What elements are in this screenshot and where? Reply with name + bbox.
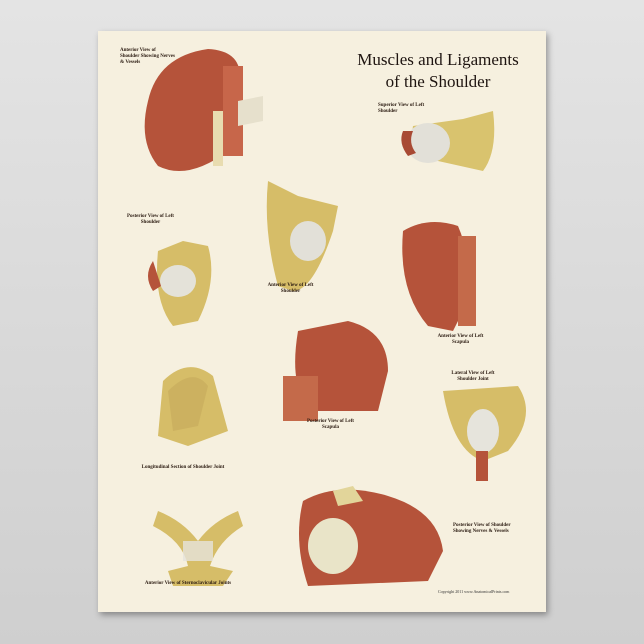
superior-shoulder-illustration bbox=[401, 111, 495, 171]
panel-title: Superior View of Left Shoulder bbox=[378, 103, 425, 114]
anterior-left-scapula-illustration bbox=[402, 222, 476, 331]
sternoclavicular-illustration bbox=[153, 511, 243, 586]
longitudinal-section-illustration bbox=[158, 367, 228, 446]
panel-title: Anterior View of Left Shoulder bbox=[267, 283, 314, 294]
posterior-left-shoulder-illustration bbox=[148, 241, 212, 326]
copyright: Copyright 2011 www.AnatomicalPrints.com bbox=[438, 589, 510, 594]
anterior-left-shoulder-illustration bbox=[266, 181, 338, 291]
illustrations bbox=[144, 49, 526, 586]
lateral-shoulder-joint-illustration bbox=[443, 386, 526, 481]
panel-title: Anterior View of Sternoclavicular Joints bbox=[144, 581, 232, 586]
panel-title: Lateral View of Left Shoulder Joint bbox=[451, 371, 495, 382]
anterior-shoulder-illustration bbox=[144, 49, 263, 171]
title-line-2: of the Shoulder bbox=[385, 72, 491, 91]
posterior-left-scapula-illustration bbox=[283, 321, 388, 421]
panel-title: Posterior View of Shoulder Showing Nerve… bbox=[453, 523, 511, 534]
panel-title: Anterior View of Shoulder Showing Nerves… bbox=[120, 48, 175, 65]
posterior-shoulder-illustration bbox=[299, 486, 443, 586]
anatomy-poster: Muscles and Ligaments of the Shoulder An… bbox=[98, 31, 546, 612]
title-line-1: Muscles and Ligaments bbox=[357, 50, 519, 69]
panel-title: Longitudinal Section of Shoulder Joint bbox=[141, 465, 225, 470]
panel-title: Posterior View of Left Scapula bbox=[307, 419, 354, 430]
panel-title: Anterior View of Left Scapula bbox=[437, 334, 484, 345]
panel-title: Posterior View of Left Shoulder bbox=[127, 214, 174, 225]
poster-title: Muscles and Ligaments of the Shoulder bbox=[338, 49, 538, 93]
